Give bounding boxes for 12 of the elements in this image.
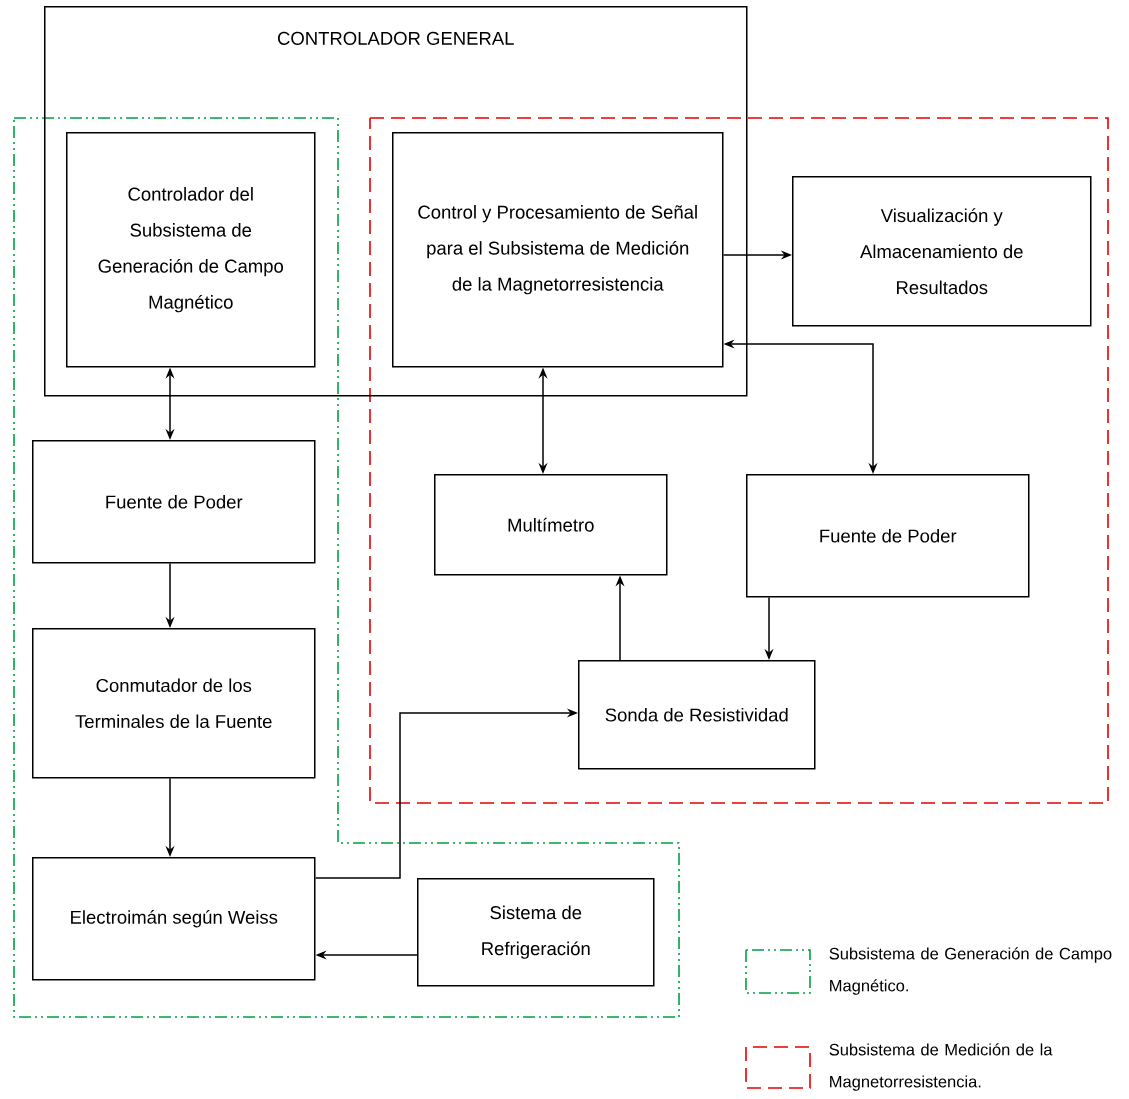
process-box: Controlador del Subsistema de Generación de Campo Magnético xyxy=(66,132,316,368)
process-box: Multímetro xyxy=(434,474,668,576)
process-box: Fuente de Poder xyxy=(746,474,1030,598)
process-box: Sonda de Resistividad xyxy=(578,660,816,770)
process-box: Sistema de Refrigeración xyxy=(417,878,655,987)
process-box: Conmutador de los Terminales de la Fuente xyxy=(32,628,316,779)
process-box: Control y Procesamiento de Señal para el Subsistema de Medición de la Magnetorresistencia xyxy=(392,132,724,368)
legend-text: Subsistema de Generación de Campo Magnético. xyxy=(829,947,1112,995)
legend-text: Subsistema de Medición de la Magnetorresistencia. xyxy=(829,1043,1053,1091)
process-box: Visualización y Almacenamiento de Resultados xyxy=(792,176,1092,327)
process-box: Fuente de Poder xyxy=(32,440,316,564)
process-box: Electroimán según Weiss xyxy=(32,857,316,981)
